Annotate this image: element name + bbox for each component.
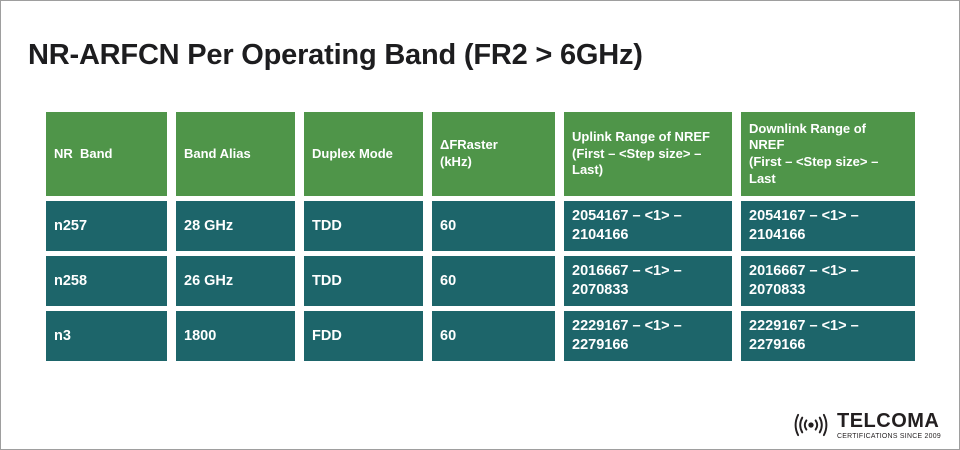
table-cell-n3-uplink: 2229167 – <1> – 2279166 — [564, 311, 732, 361]
table-cell-n3-alias: 1800 — [176, 311, 295, 361]
table-cell-n3-downlink: 2229167 – <1> – 2279166 — [741, 311, 915, 361]
header-cell-band-alias: Band Alias — [176, 112, 295, 196]
table-cell-n258-uplink: 2016667 – <1> – 2070833 — [564, 256, 732, 306]
header-cell-delta-raster: ΔFRaster (kHz) — [432, 112, 555, 196]
nr-arfcn-table: NR Band Band Alias Duplex Mode ΔFRaster … — [46, 112, 915, 361]
table-cell-n257-raster: 60 — [432, 201, 555, 251]
table-cell-n258-band: n258 — [46, 256, 167, 306]
table-cell-n257-downlink: 2054167 – <1> – 2104166 — [741, 201, 915, 251]
logo-name: TELCOMA — [836, 409, 940, 432]
table-cell-n3-band: n3 — [46, 311, 167, 361]
table-cell-n3-duplex: FDD — [304, 311, 423, 361]
header-cell-uplink-range: Uplink Range of NREF (First – <Step size… — [564, 112, 732, 196]
page-title: NR-ARFCN Per Operating Band (FR2 > 6GHz) — [28, 39, 643, 71]
telcoma-logo: TELCOMA CERTIFICATIONS SINCE 2009 — [788, 409, 941, 441]
table-cell-n258-alias: 26 GHz — [176, 256, 295, 306]
table-cell-n258-downlink: 2016667 – <1> – 2070833 — [741, 256, 915, 306]
table-cell-n257-alias: 28 GHz — [176, 201, 295, 251]
table-cell-n258-duplex: TDD — [304, 256, 423, 306]
header-cell-downlink-range: Downlink Range of NREF (First – <Step si… — [741, 112, 915, 196]
table-cell-n258-raster: 60 — [432, 256, 555, 306]
table-cell-n257-band: n257 — [46, 201, 167, 251]
header-cell-duplex-mode: Duplex Mode — [304, 112, 423, 196]
header-cell-nr-band: NR Band — [46, 112, 167, 196]
radio-waves-icon — [794, 413, 828, 437]
table-cell-n257-duplex: TDD — [304, 201, 423, 251]
table-cell-n257-uplink: 2054167 – <1> – 2104166 — [564, 201, 732, 251]
logo-text: TELCOMA CERTIFICATIONS SINCE 2009 — [837, 411, 941, 440]
table-cell-n3-raster: 60 — [432, 311, 555, 361]
logo-tagline: CERTIFICATIONS SINCE 2009 — [836, 432, 941, 440]
